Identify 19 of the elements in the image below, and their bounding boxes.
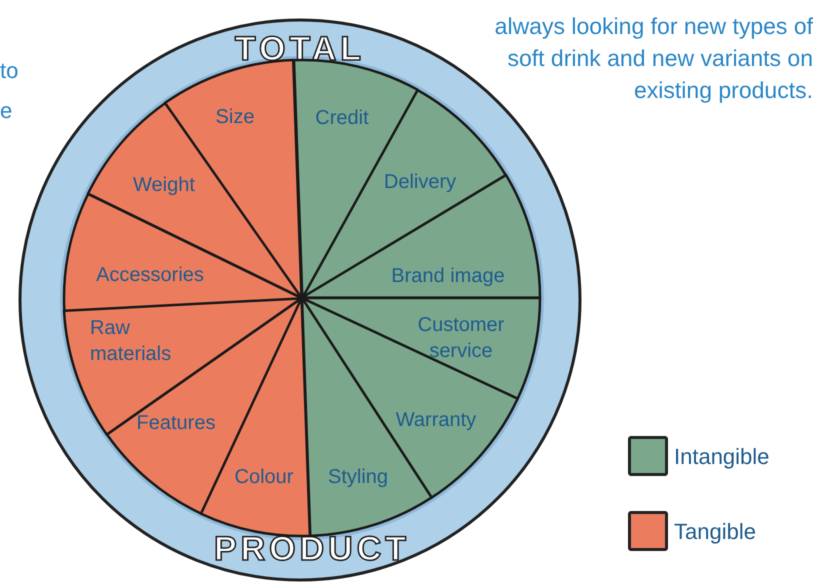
legend-label: Tangible [674, 518, 756, 546]
slice-label: Size [214, 104, 256, 130]
slice-label: Weight [132, 172, 196, 198]
slice-label: Customer service [416, 313, 506, 364]
slice-label: Delivery [382, 170, 458, 195]
text-fragment: e [0, 97, 12, 125]
slice-label: Warranty [394, 408, 478, 433]
slice-label: Brand image [390, 264, 506, 289]
paragraph: always looking for new types of soft drink and new variants on existing products. [494, 12, 813, 105]
ring-title: TOTAL [234, 29, 366, 70]
ring-title: PRODUCT [212, 529, 412, 570]
legend-label: Intangible [674, 442, 770, 471]
text-fragment: to [0, 57, 18, 85]
slice-label: Colour [234, 465, 294, 490]
slice-label: Raw materials [90, 316, 172, 367]
slice-label: Accessories [95, 262, 205, 288]
slice-label: Styling [326, 465, 390, 490]
slice-label: Credit [314, 106, 370, 131]
slice-label: Features [136, 411, 216, 436]
